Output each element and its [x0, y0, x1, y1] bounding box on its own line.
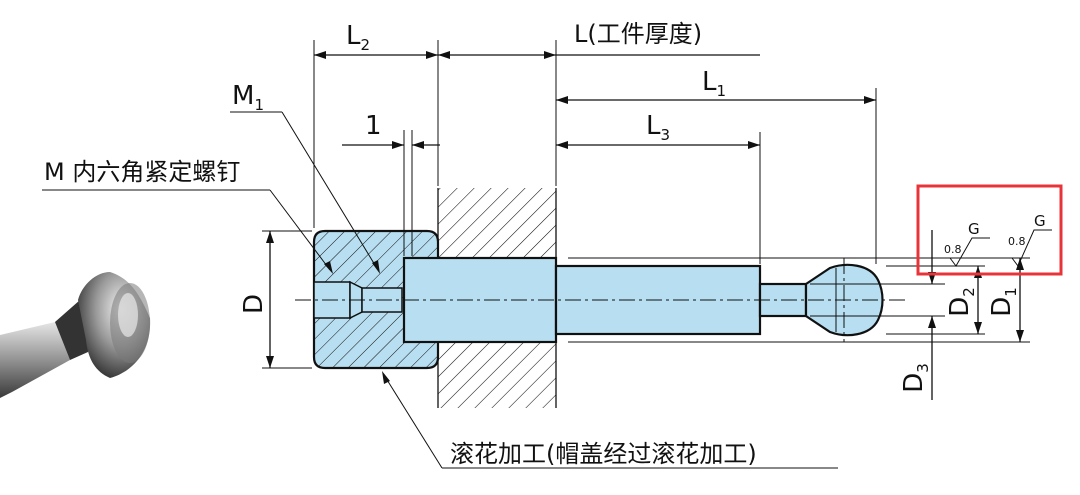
label-d3: D3 [899, 363, 932, 393]
roughness-symbols [944, 229, 1052, 267]
roughness-grade-2: G [1034, 212, 1046, 230]
label-d: D [239, 294, 269, 314]
d-dimension [262, 230, 312, 369]
highlight-box [916, 184, 1063, 276]
label-l3: L3 [646, 111, 670, 144]
label-d2: D2 [945, 287, 978, 317]
roughness-grade-1: G [968, 220, 980, 238]
label-l1: L1 [702, 67, 726, 100]
leader-lines [42, 111, 838, 469]
label-d1: D1 [987, 287, 1020, 317]
label-knurl: 滚花加工(帽盖经过滚花加工) [450, 440, 757, 468]
label-m1: M1 [232, 81, 264, 114]
label-l-total: L(工件厚度) [574, 20, 702, 48]
label-one: 1 [365, 111, 382, 141]
roughness-value-2: 0.8 [1008, 235, 1026, 248]
label-m-screw: M 内六角紧定螺钉 [44, 158, 240, 186]
label-l2: L2 [346, 21, 370, 54]
top-dimensions [313, 40, 877, 264]
roughness-value-1: 0.8 [944, 243, 962, 256]
pin-photo [0, 272, 151, 398]
